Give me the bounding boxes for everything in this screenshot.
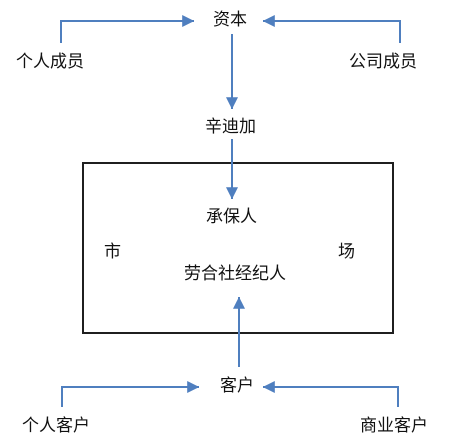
arrow-individual-members-to-capital [60, 15, 195, 43]
market-right-label: 场 [338, 242, 355, 262]
commercial-clients-label: 商业客户 [360, 416, 428, 436]
arrow-commercial-clients-to-clients [262, 381, 399, 407]
arrow-individual-clients-to-clients [61, 381, 200, 407]
market-left-label: 市 [104, 242, 121, 262]
clients-label: 客户 [220, 376, 254, 396]
lloyds-brokers-label: 劳合社经纪人 [184, 264, 286, 284]
capital-label: 资本 [213, 10, 247, 30]
individual-members-label: 个人成员 [16, 52, 84, 72]
syndicate-label: 辛迪加 [205, 117, 256, 137]
arrow-corporate-members-to-capital [262, 15, 401, 43]
corporate-members-label: 公司成员 [349, 52, 417, 72]
underwriters-label: 承保人 [206, 207, 257, 227]
individual-clients-label: 个人客户 [22, 416, 90, 436]
